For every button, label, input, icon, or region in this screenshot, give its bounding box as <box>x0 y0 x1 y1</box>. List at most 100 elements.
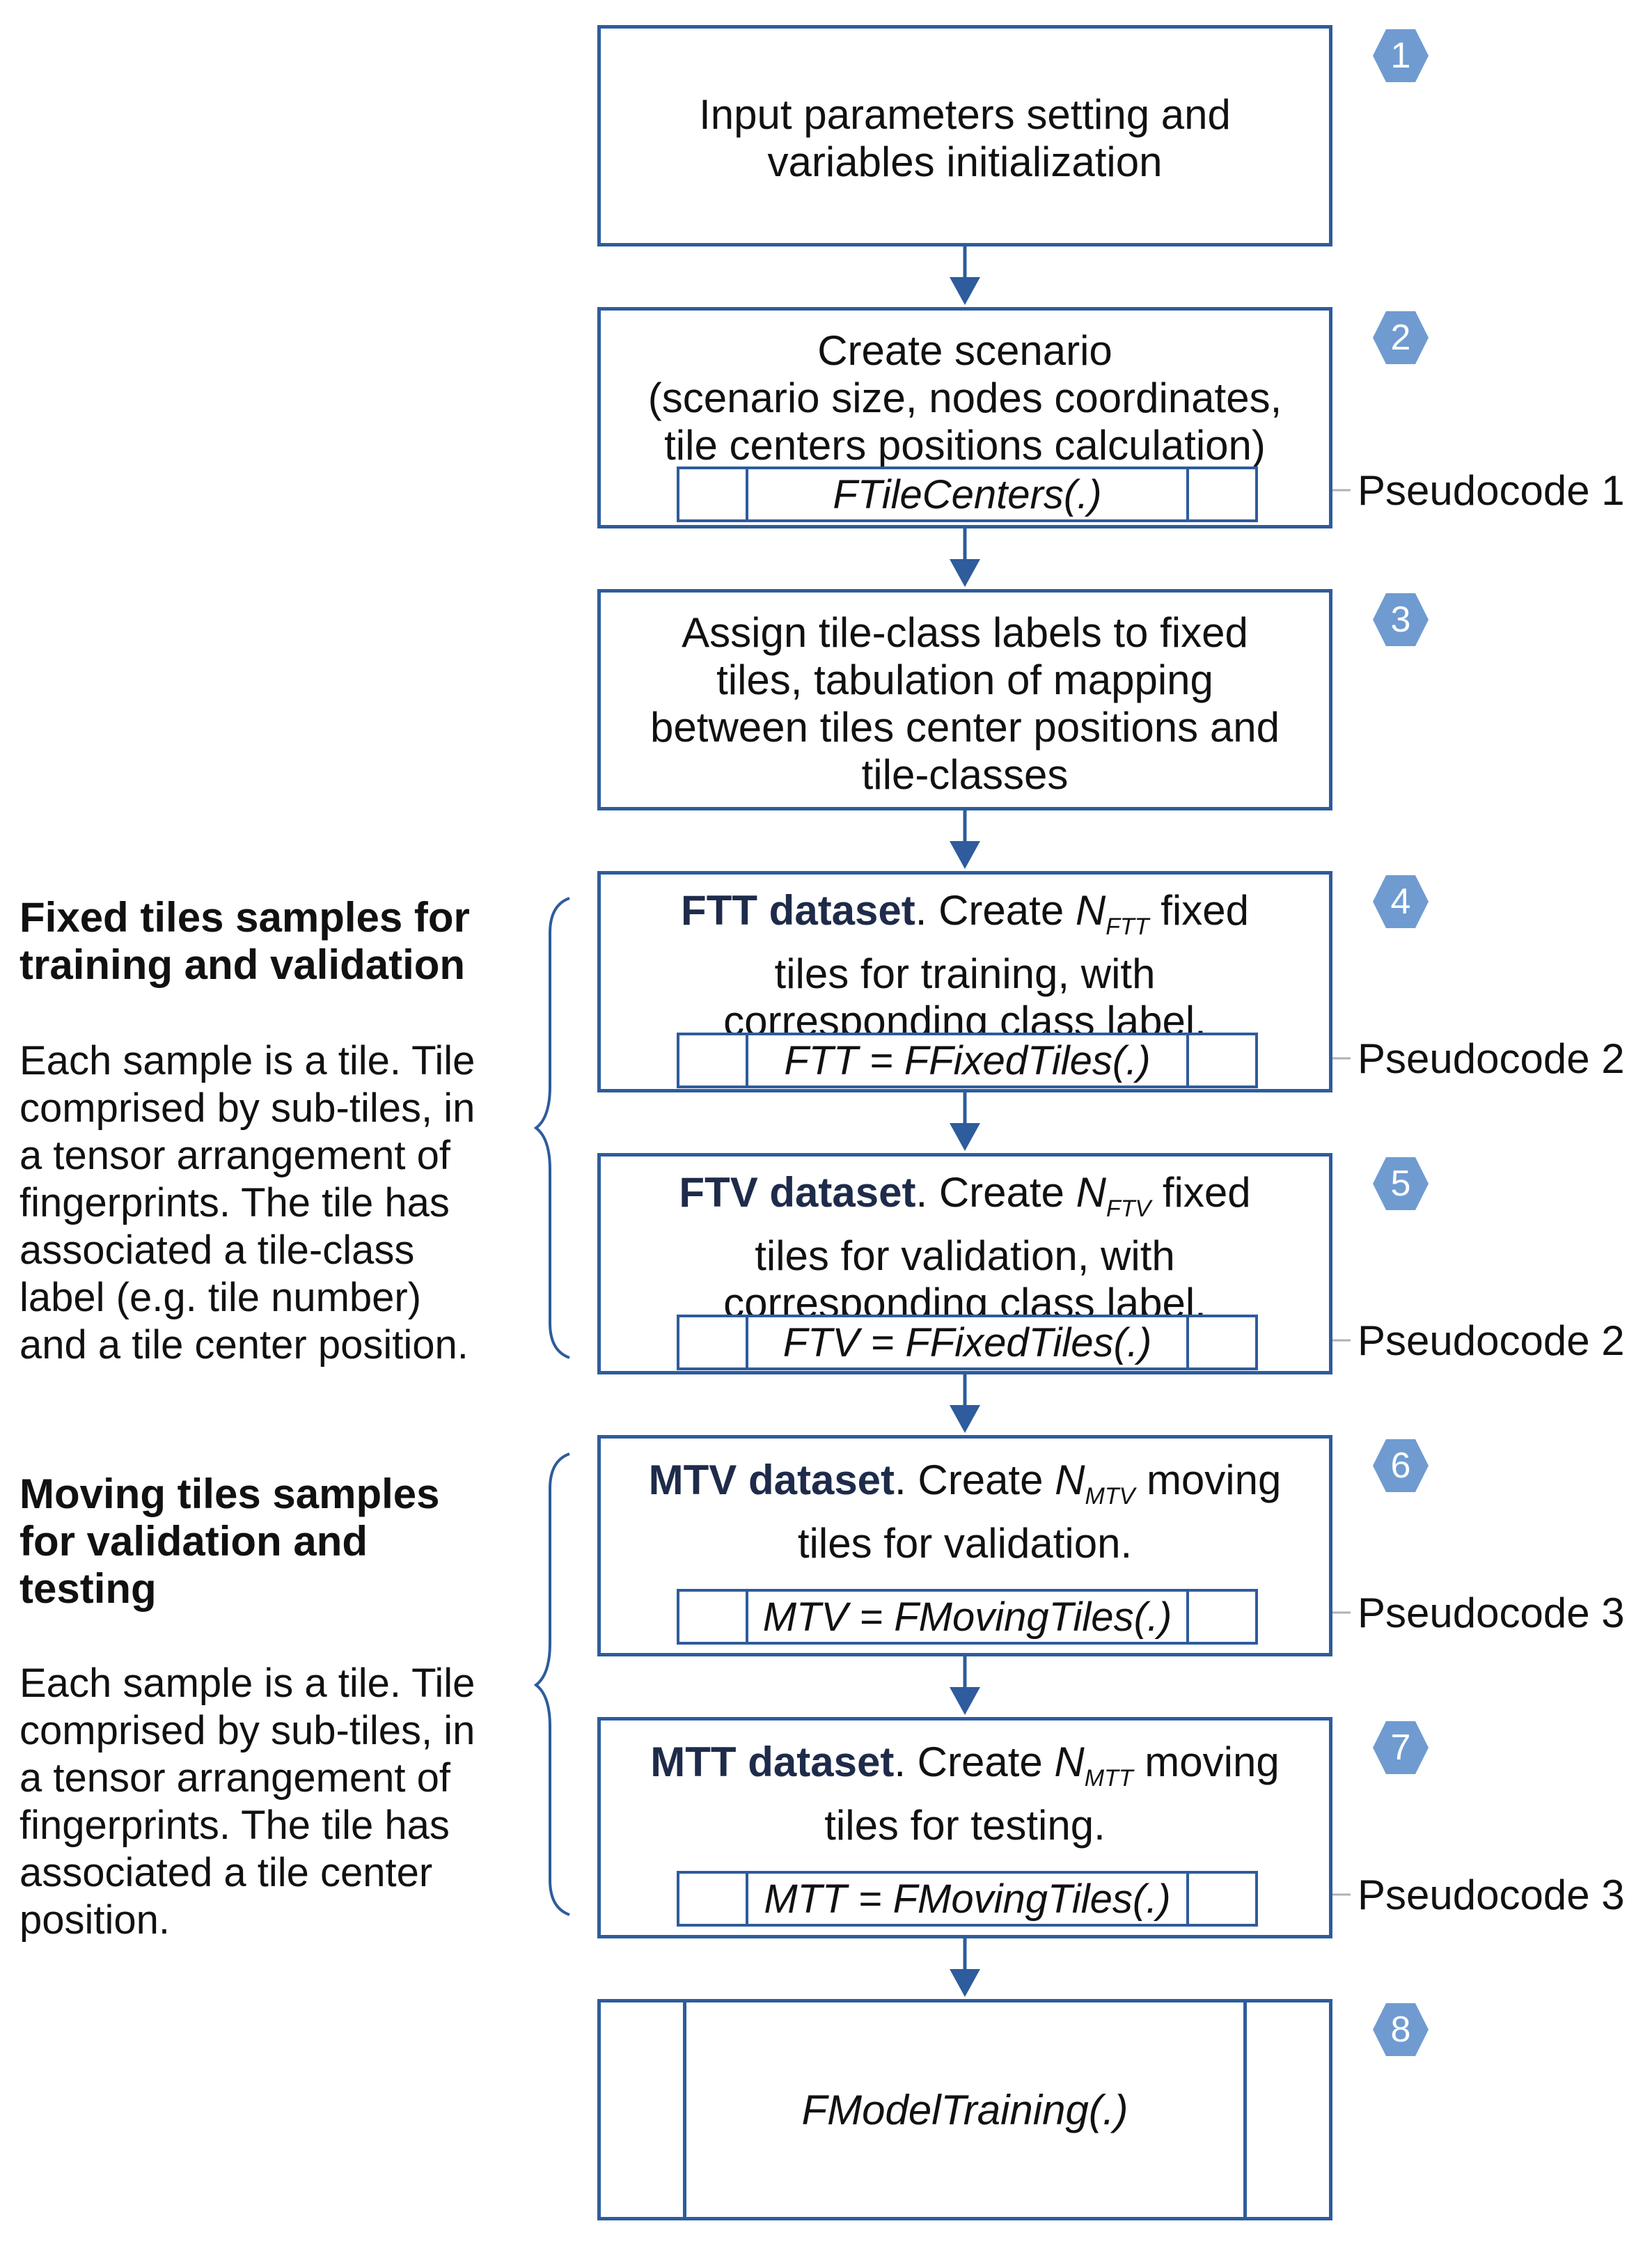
step-2-number: 2 <box>1390 318 1411 358</box>
group-moving-desc-line-1: Each sample is a tile. Tile <box>19 1661 475 1706</box>
flow-arrow-2-3 <box>950 528 980 587</box>
flow-arrow-6-7 <box>950 1656 980 1715</box>
step-2-function-box: FTileCenters(.) <box>677 467 1258 522</box>
step-5-function: FTV = FFixedTiles(.) <box>782 1319 1152 1365</box>
step-4-n-symbol: N <box>1075 887 1106 934</box>
step-4-number: 4 <box>1390 881 1411 922</box>
group-fixed-desc-line-3: a tensor arrangement of <box>19 1133 451 1178</box>
step-2-badge: 2 <box>1371 308 1430 367</box>
step-6-dataset-name: MTV dataset <box>648 1457 895 1503</box>
step-6-line-1: tiles for validation. <box>797 1520 1133 1567</box>
step-5-box: FTV dataset. Create NFTV fixed tiles for… <box>597 1153 1332 1374</box>
step-8-badge: 8 <box>1371 2000 1430 2059</box>
step-1-badge: 1 <box>1371 26 1430 85</box>
group-brace-fixed <box>533 897 570 1359</box>
step-6-box: MTV dataset. Create NMTV moving tiles fo… <box>597 1435 1332 1656</box>
step-5-number: 5 <box>1390 1163 1411 1204</box>
flow-arrow-3-4 <box>950 810 980 869</box>
step-3-box: Assign tile-class labels to fixed tiles,… <box>597 589 1332 810</box>
step-2-line-2: (scenario size, nodes coordinates, <box>647 375 1282 421</box>
group-moving-title-line-2: for validation and <box>19 1518 368 1565</box>
hexagon-icon <box>1373 29 1429 82</box>
step-2-line-1: Create scenario <box>817 327 1112 374</box>
hexagon-icon <box>1373 1439 1429 1492</box>
step-4-badge: 4 <box>1371 872 1430 931</box>
step-3-line-1: Assign tile-class labels to fixed <box>682 609 1248 656</box>
step-5-heading: FTV dataset. Create NFTV fixed <box>601 1169 1329 1223</box>
step-5-line-1: tiles for validation, with <box>755 1232 1175 1279</box>
step-7-function-box: MTT = FMovingTiles(.) <box>677 1871 1258 1927</box>
step-4-function: FTT = FFixedTiles(.) <box>784 1037 1151 1083</box>
hexagon-icon <box>1373 311 1429 364</box>
step-7-n-subscript: MTT <box>1084 1765 1133 1792</box>
step-4-kind: fixed <box>1149 887 1249 934</box>
step-5-n-subscript: FTV <box>1106 1196 1151 1222</box>
step-7-kind: moving <box>1133 1739 1280 1785</box>
step-6-n-subscript: MTV <box>1085 1483 1135 1510</box>
step-6-kind: moving <box>1135 1457 1282 1503</box>
group-fixed-desc-line-7: and a tile center position. <box>19 1322 469 1367</box>
group-fixed-desc-line-4: fingerprints. The tile has <box>19 1180 450 1225</box>
step-5-kind: fixed <box>1151 1169 1251 1216</box>
step-6-badge: 6 <box>1371 1436 1430 1495</box>
step-4-heading: FTT dataset. Create NFTT fixed <box>601 887 1329 941</box>
step-1-line-2: variables initialization <box>767 139 1163 185</box>
step-4-line-1: tiles for training, with <box>774 950 1156 997</box>
group-moving-desc-line-6: position. <box>19 1897 171 1943</box>
step-2-function: FTileCenters(.) <box>833 471 1102 517</box>
hexagon-icon <box>1373 2003 1429 2056</box>
step-6-function: MTV = FMovingTiles(.) <box>762 1594 1172 1640</box>
group-moving-desc-line-3: a tensor arrangement of <box>19 1755 451 1801</box>
group-fixed-desc-line-2: comprised by sub-tiles, in <box>19 1085 475 1131</box>
step-5-function-box: FTV = FFixedTiles(.) <box>677 1315 1258 1370</box>
group-moving-desc-line-4: fingerprints. The tile has <box>19 1803 450 1848</box>
step-6-pseudocode-label: Pseudocode 3 <box>1358 1590 1625 1636</box>
group-moving-desc-line-2: comprised by sub-tiles, in <box>19 1708 475 1753</box>
group-moving-desc-line-5: associated a tile center <box>19 1850 433 1895</box>
step-2-box: Create scenario (scenario size, nodes co… <box>597 307 1332 528</box>
step-7-function: MTT = FMovingTiles(.) <box>764 1876 1171 1922</box>
group-fixed-title-line-1: Fixed tiles samples for <box>19 894 470 941</box>
hexagon-icon <box>1373 875 1429 928</box>
step-3-line-4: tile-classes <box>861 751 1069 798</box>
step-7-pseudocode-label: Pseudocode 3 <box>1358 1872 1625 1918</box>
step-7-badge: 7 <box>1371 1718 1430 1777</box>
flow-arrow-1-2 <box>950 245 980 305</box>
group-fixed-title: Fixed tiles samples for training and val… <box>19 894 470 989</box>
step-6-number: 6 <box>1390 1445 1411 1486</box>
step-5-dataset-name: FTV dataset <box>679 1169 916 1216</box>
step-8-function: FModelTraining(.) <box>801 2086 1128 2133</box>
flow-arrow-4-5 <box>950 1092 980 1151</box>
step-4-pseudocode-label: Pseudocode 2 <box>1358 1035 1625 1082</box>
flow-arrow-7-8 <box>950 1938 980 1997</box>
step-1-number: 1 <box>1390 36 1411 76</box>
step-3-line-3: between tiles center positions and <box>650 704 1280 751</box>
step-7-line-1: tiles for testing. <box>824 1802 1106 1849</box>
step-4-create-text: . Create <box>915 887 1076 934</box>
group-fixed-desc-line-1: Each sample is a tile. Tile <box>19 1038 475 1083</box>
step-6-create-text: . Create <box>895 1457 1055 1503</box>
step-4-box: FTT dataset. Create NFTT fixed tiles for… <box>597 871 1332 1092</box>
step-7-heading: MTT dataset. Create NMTT moving <box>601 1739 1329 1792</box>
step-4-n-subscript: FTT <box>1106 914 1149 940</box>
step-1-line-1: Input parameters setting and <box>699 91 1231 138</box>
step-7-n-symbol: N <box>1054 1739 1085 1785</box>
group-moving-title: Moving tiles samples for validation and … <box>19 1471 440 1613</box>
group-fixed-desc-line-6: label (e.g. tile number) <box>19 1275 422 1320</box>
step-2-pseudocode-label: Pseudocode 1 <box>1358 467 1625 514</box>
group-moving-title-line-1: Moving tiles samples <box>19 1471 440 1517</box>
step-6-n-symbol: N <box>1055 1457 1085 1503</box>
group-moving-description: Each sample is a tile. Tile comprised by… <box>19 1660 475 1944</box>
step-6-function-box: MTV = FMovingTiles(.) <box>677 1589 1258 1645</box>
step-5-create-text: . Create <box>915 1169 1076 1216</box>
step-3-badge: 3 <box>1371 590 1430 649</box>
group-fixed-title-line-2: training and validation <box>19 941 466 988</box>
step-2-line-3: tile centers positions calculation) <box>664 422 1266 469</box>
step-4-dataset-name: FTT dataset <box>681 887 915 934</box>
step-8-box: FModelTraining(.) <box>597 1999 1332 2220</box>
step-1-box: Input parameters setting and variables i… <box>597 25 1332 246</box>
step-4-function-box: FTT = FFixedTiles(.) <box>677 1033 1258 1088</box>
group-brace-moving <box>533 1452 570 1916</box>
flow-arrow-5-6 <box>950 1374 980 1433</box>
hexagon-icon <box>1373 1157 1429 1210</box>
